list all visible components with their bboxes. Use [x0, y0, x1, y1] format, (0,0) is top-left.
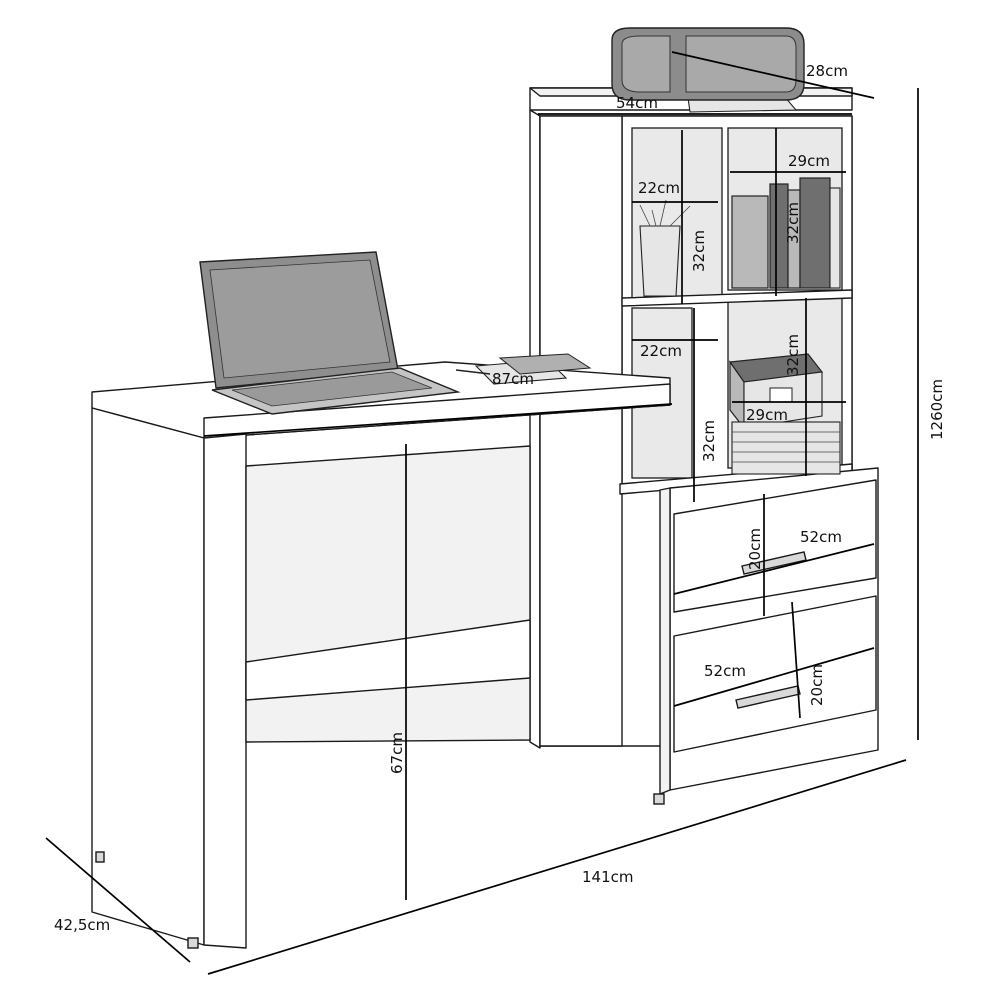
drawer-handle-lower: [735, 685, 801, 709]
desk-height-label: 67cm: [388, 732, 406, 774]
drawer-width-lower-label: 52cm: [704, 662, 746, 680]
dimension-lines: [45, 51, 919, 975]
shelf-width-upper-label: 29cm: [788, 152, 830, 170]
storage-box-icon: [728, 353, 824, 430]
depth-label: 42,5cm: [54, 916, 110, 934]
total-height-label: 1260cm: [928, 379, 946, 440]
cubby-height-upper-left-label: 32cm: [690, 230, 708, 272]
laptop-icon: [199, 251, 461, 415]
dimension-labels: 28cm 54cm 29cm 22cm 32cm 32cm 22cm 32cm …: [54, 62, 946, 934]
notebook-icon: [455, 353, 592, 385]
books-icon: [731, 177, 841, 289]
cubby-height-lower-right-label: 32cm: [784, 334, 802, 376]
drawer-handle-upper: [741, 551, 807, 575]
top-width-label: 54cm: [616, 94, 658, 112]
pencil-cup-icon: [639, 199, 691, 297]
cubby-width-lower-label: 22cm: [640, 342, 682, 360]
shelf-contents: [611, 27, 841, 475]
cubby-width-upper-label: 22cm: [638, 179, 680, 197]
drawer-height-lower-label: 20cm: [808, 664, 826, 706]
paper-stack-icon: [731, 421, 841, 475]
shelf-width-lower-label: 29cm: [746, 406, 788, 424]
total-width-label: 141cm: [582, 868, 634, 886]
desk-crossbar: [245, 619, 531, 701]
drawer-height-upper-label: 20cm: [746, 528, 764, 570]
desk-width-label: 87cm: [492, 370, 534, 388]
printer-depth-label: 28cm: [806, 62, 848, 80]
desk-left-side: [91, 407, 205, 946]
drawer-width-upper-label: 52cm: [800, 528, 842, 546]
cubby-height-upper-right-label: 32cm: [784, 202, 802, 244]
drawer-upper: [673, 479, 877, 613]
desk-front-leg: [203, 433, 247, 949]
cubby-height-lower-left-label: 32cm: [700, 420, 718, 462]
printer-icon: [611, 27, 805, 113]
drawer-lower: [673, 595, 877, 753]
